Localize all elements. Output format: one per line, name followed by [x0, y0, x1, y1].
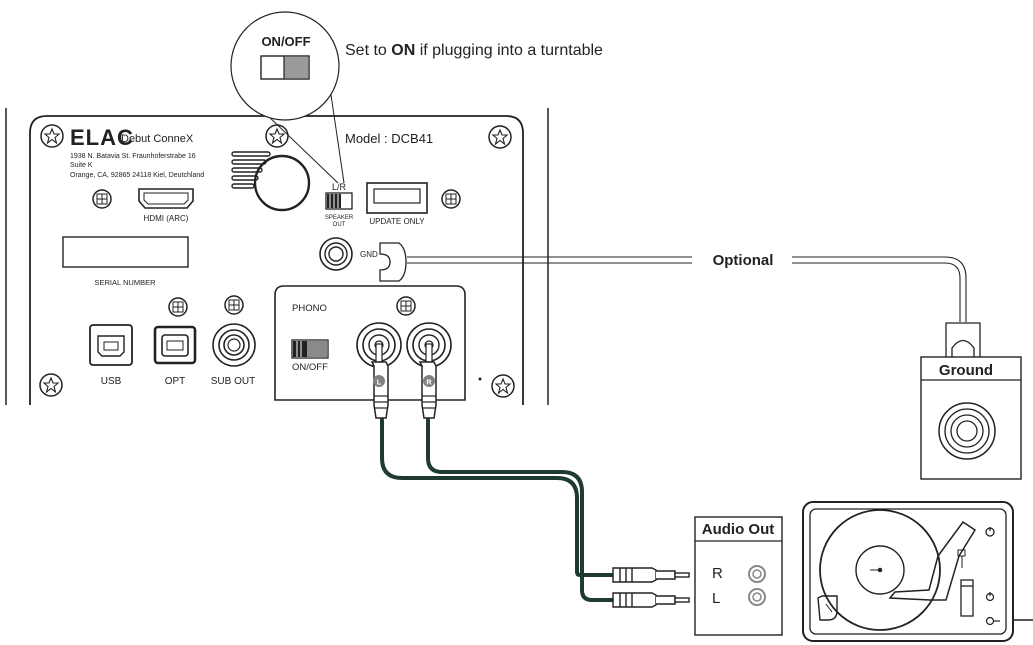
- screw-icon: [265, 124, 289, 148]
- serial-number-box: [62, 236, 189, 268]
- phono-switch-label: ON/OFF: [292, 362, 328, 373]
- ground-box-title: Ground: [939, 362, 993, 379]
- ground-box: [920, 356, 1022, 480]
- lr-label: L/R: [332, 182, 347, 192]
- model-label: Model : DCB41: [345, 131, 433, 146]
- opt-label: OPT: [165, 376, 186, 387]
- rca-plug-left: [370, 343, 389, 419]
- serial-number-label: SERIAL NUMBER: [95, 278, 157, 287]
- speaker-out-label: OUT: [333, 222, 346, 228]
- audio-out-jack-l: [748, 588, 766, 606]
- update-only-label: UPDATE ONLY: [369, 217, 425, 226]
- callout-note: Set to ON if plugging into a turntable: [345, 42, 603, 59]
- screw-icon: [39, 373, 63, 397]
- screw-icon: [40, 124, 64, 148]
- screw-icon: [491, 374, 515, 398]
- phillips-screw-icon: [396, 296, 416, 316]
- speaker-out-label: SPEAKER: [325, 215, 354, 221]
- address-line: 1938 N. Batavia St. Fraunhoferstrabe 16: [70, 153, 196, 160]
- rca-cable: [380, 418, 615, 602]
- ground-wire: [379, 242, 981, 357]
- phillips-screw-icon: [224, 295, 244, 315]
- hdmi-label: HDMI (ARC): [144, 214, 189, 223]
- vent-slots: [231, 151, 271, 189]
- address-line: Orange, CA, 92865 24118 Kiel, Deutchland: [70, 172, 204, 179]
- rca-plug-l-output: [612, 592, 690, 608]
- callout-switch-label: ON/OFF: [261, 34, 310, 49]
- audio-out-box: [694, 516, 783, 636]
- optical-port: [153, 325, 197, 365]
- audio-out-r-label: R: [712, 565, 723, 582]
- brand-logo: ELAC: [70, 125, 134, 150]
- gnd-label: GND: [360, 250, 378, 259]
- hdmi-port: [138, 188, 194, 209]
- turntable-icon: [802, 501, 1033, 642]
- audio-out-title: Audio Out: [702, 521, 774, 538]
- audio-out-l-label: L: [712, 590, 720, 607]
- phono-label: PHONO: [292, 303, 327, 314]
- rca-plug-r-output: [612, 567, 690, 583]
- plug-label-left: L: [377, 378, 382, 387]
- switch-callout: ON/OFF: [230, 11, 345, 184]
- sub-out-port: [212, 323, 256, 367]
- ground-terminal: [319, 237, 353, 271]
- rca-plug-right: [418, 343, 437, 419]
- audio-out-jack-r: [748, 565, 766, 583]
- phono-switch: [291, 339, 329, 359]
- phillips-screw-icon: [168, 297, 188, 317]
- volume-knob: [253, 154, 311, 212]
- phillips-screw-icon: [441, 189, 461, 209]
- address-line: Suite K: [70, 162, 93, 169]
- plug-label-right: R: [426, 378, 432, 387]
- phono-section: [274, 285, 466, 401]
- usb-label: USB: [101, 376, 122, 387]
- screw-icon: [488, 125, 512, 149]
- phillips-screw-icon: [92, 189, 112, 209]
- speaker-out-switch: [325, 192, 353, 210]
- product-name: Debut ConneX: [121, 133, 194, 145]
- usb-port: [89, 324, 133, 366]
- rear-panel: ELAC Debut ConneX 1938 N. Batavia St. Fr…: [5, 108, 549, 405]
- optional-label: Optional: [713, 252, 774, 269]
- usb-update-port: [366, 182, 428, 214]
- sub-out-label: SUB OUT: [211, 376, 255, 387]
